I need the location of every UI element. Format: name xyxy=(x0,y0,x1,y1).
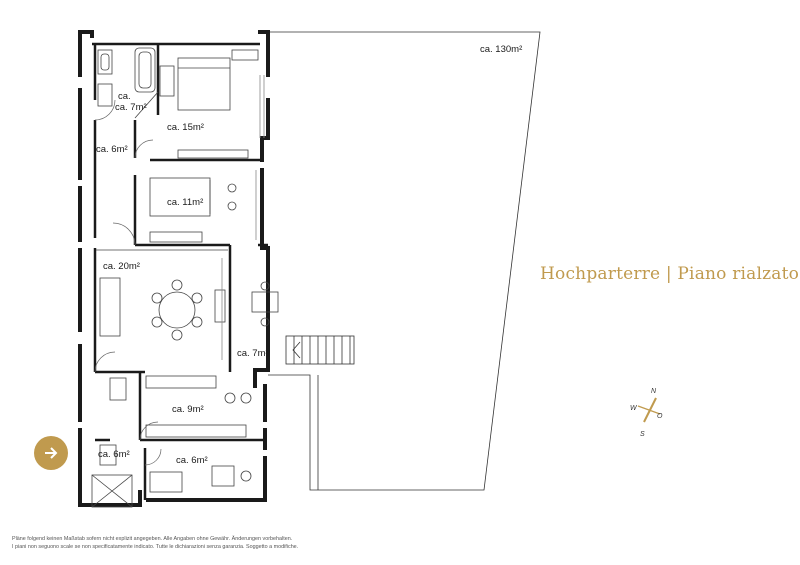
bedroom-main-area-label: ca. 15m² xyxy=(167,122,204,133)
floor-title: Hochparterre | Piano rialzato xyxy=(540,264,800,284)
arrow-right-icon xyxy=(45,447,58,459)
bath-2-area-label: ca. 6m² xyxy=(176,455,208,466)
disclaimer-line-1: Pläne folgend keinen Maßstab sofern nich… xyxy=(12,536,293,542)
entry-fixtures xyxy=(91,444,252,508)
hall-area-label: ca. 6m² xyxy=(96,144,128,155)
compass-o: O xyxy=(657,413,663,420)
bedroom-2-area-label: ca. 11m² xyxy=(167,197,203,208)
outdoor-stairs xyxy=(285,335,355,365)
living-area-label: ca. 20m² xyxy=(103,261,140,272)
bedroom-furniture xyxy=(149,49,259,243)
windows xyxy=(221,75,265,360)
entry-marker xyxy=(34,436,68,470)
kitchen-furniture xyxy=(109,375,252,438)
compass-n: N xyxy=(651,388,657,395)
disclaimer-line-2: I piani non seguono scale se non specifi… xyxy=(12,543,299,550)
compass-icon: N W O S xyxy=(630,388,663,438)
bath-area-value: ca. 7m² xyxy=(115,102,147,113)
kitchen-area-label: ca. 9m² xyxy=(172,404,204,415)
garden-area-label: ca. 130m² xyxy=(480,44,522,55)
door-swings xyxy=(94,99,162,466)
garden-area xyxy=(268,31,541,491)
compass-s: S xyxy=(640,431,645,438)
dining-furniture xyxy=(96,249,279,341)
bath-area-label: ca. xyxy=(118,91,131,102)
terrace-area-label: ca. 7m² xyxy=(237,348,269,359)
bath-fixtures xyxy=(97,47,159,119)
disclaimer: Pläne folgend keinen Maßstab sofern nich… xyxy=(12,536,298,551)
entry-area-label: ca. 6m² xyxy=(98,449,130,460)
compass-w: W xyxy=(630,405,638,412)
inner-walls xyxy=(92,42,268,500)
